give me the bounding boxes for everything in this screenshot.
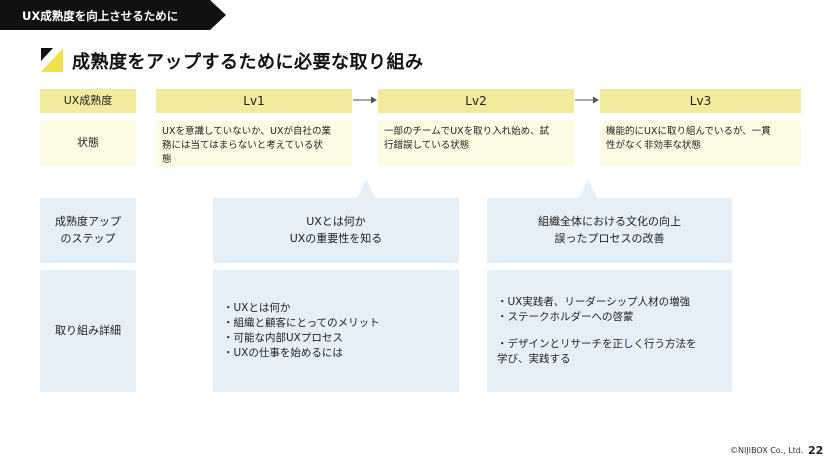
state-line: 性がなく非効率な状態 <box>606 139 702 151</box>
step-title-2: 組織全体における文化の向上 誤ったプロセスの改善 <box>538 214 681 247</box>
state-line: 機能的にUXに取り組んでいるが、一貫 <box>606 126 771 137</box>
steps-label-line: 成熟度アップ <box>55 215 121 228</box>
row-label-maturity-text: UX成熟度 <box>63 93 113 107</box>
detail-item: ・ステークホルダーへの啓蒙 <box>497 310 634 323</box>
level-name-1: Lv1 <box>243 94 265 108</box>
level-name-2: Lv2 <box>465 94 487 108</box>
step-title-line: UXとは何か <box>306 215 366 228</box>
step-title-line: 誤ったプロセスの改善 <box>554 231 665 245</box>
step-pointer-1 <box>357 179 375 198</box>
detail-item: ・可能な内部UXプロセス <box>223 332 343 344</box>
detail-item: ・UX実践者、リーダーシップ人材の増強 <box>497 295 691 308</box>
detail-box-1: ・UXとは何か ・組織と顧客にとってのメリット ・可能な内部UXプロセス ・UX… <box>213 270 459 392</box>
section-tag-text: UX成熟度を向上させるために <box>22 9 179 23</box>
detail-item: ・UXの仕事を始めるには <box>223 347 343 360</box>
level-header-1: Lv1 <box>156 89 352 113</box>
level-state-2: 一部のチームでUXを取り入れ始め、試 行錯誤している状態 <box>378 121 574 166</box>
row-label-state: 状態 <box>40 121 136 166</box>
step-pointer-2 <box>579 179 597 198</box>
brand-logo-icon <box>41 48 63 72</box>
detail-item: ・組織と顧客にとってのメリット <box>223 316 380 329</box>
state-line: 態 <box>162 153 172 165</box>
copyright-text: ©NIJIBOX Co., Ltd. <box>730 446 804 455</box>
row-label-state-text: 状態 <box>77 136 99 150</box>
row-label-details-text: 取り組み詳細 <box>55 323 121 337</box>
arrow-right-icon <box>353 96 377 104</box>
level-state-1: UXを意識していないか、UXが自社の業 務には当てはまらないと考えている状 態 <box>156 121 352 166</box>
level-name-3: Lv3 <box>689 94 712 108</box>
step-title-1: UXとは何か UXの重要性を知る <box>290 214 383 247</box>
row-label-maturity: UX成熟度 <box>40 89 136 113</box>
level-header-3: Lv3 <box>600 89 801 113</box>
state-line: UXを意識していないか、UXが自社の業 <box>162 126 331 137</box>
step-box-1: UXとは何か UXの重要性を知る <box>213 198 459 263</box>
detail-spacer <box>497 325 732 337</box>
row-label-details: 取り組み詳細 <box>40 270 136 392</box>
detail-item: ・デザインとリサーチを正しく行う方法を <box>497 338 697 350</box>
state-line: 行錯誤している状態 <box>384 139 470 151</box>
state-line: 務には当てはまらないと考えている状 <box>162 139 323 151</box>
detail-item: 学び、実践する <box>497 353 571 366</box>
steps-label-line: のステップ <box>60 231 116 245</box>
page-number: 22 <box>808 444 824 457</box>
level-state-3: 機能的にUXに取り組んでいるが、一貫 性がなく非効率な状態 <box>600 121 801 166</box>
step-title-line: UXの重要性を知る <box>289 231 383 245</box>
section-tag-shape <box>0 0 226 30</box>
row-label-steps: 成熟度アップ のステップ <box>40 198 136 263</box>
detail-item: ・UXとは何か <box>223 301 291 314</box>
detail-box-2: ・UX実践者、リーダーシップ人材の増強 ・ステークホルダーへの啓蒙 ・デザインと… <box>487 270 732 392</box>
page-title: 成熟度をアップするために必要な取り組み <box>72 52 424 73</box>
state-line: 一部のチームでUXを取り入れ始め、試 <box>384 126 550 137</box>
section-tag: UX成熟度を向上させるために <box>0 0 226 30</box>
arrow-right-icon <box>575 96 599 104</box>
row-label-steps-text: 成熟度アップ のステップ <box>55 214 121 247</box>
level-header-2: Lv2 <box>378 89 574 113</box>
step-title-line: 組織全体における文化の向上 <box>538 215 681 228</box>
step-box-2: 組織全体における文化の向上 誤ったプロセスの改善 <box>487 198 732 263</box>
